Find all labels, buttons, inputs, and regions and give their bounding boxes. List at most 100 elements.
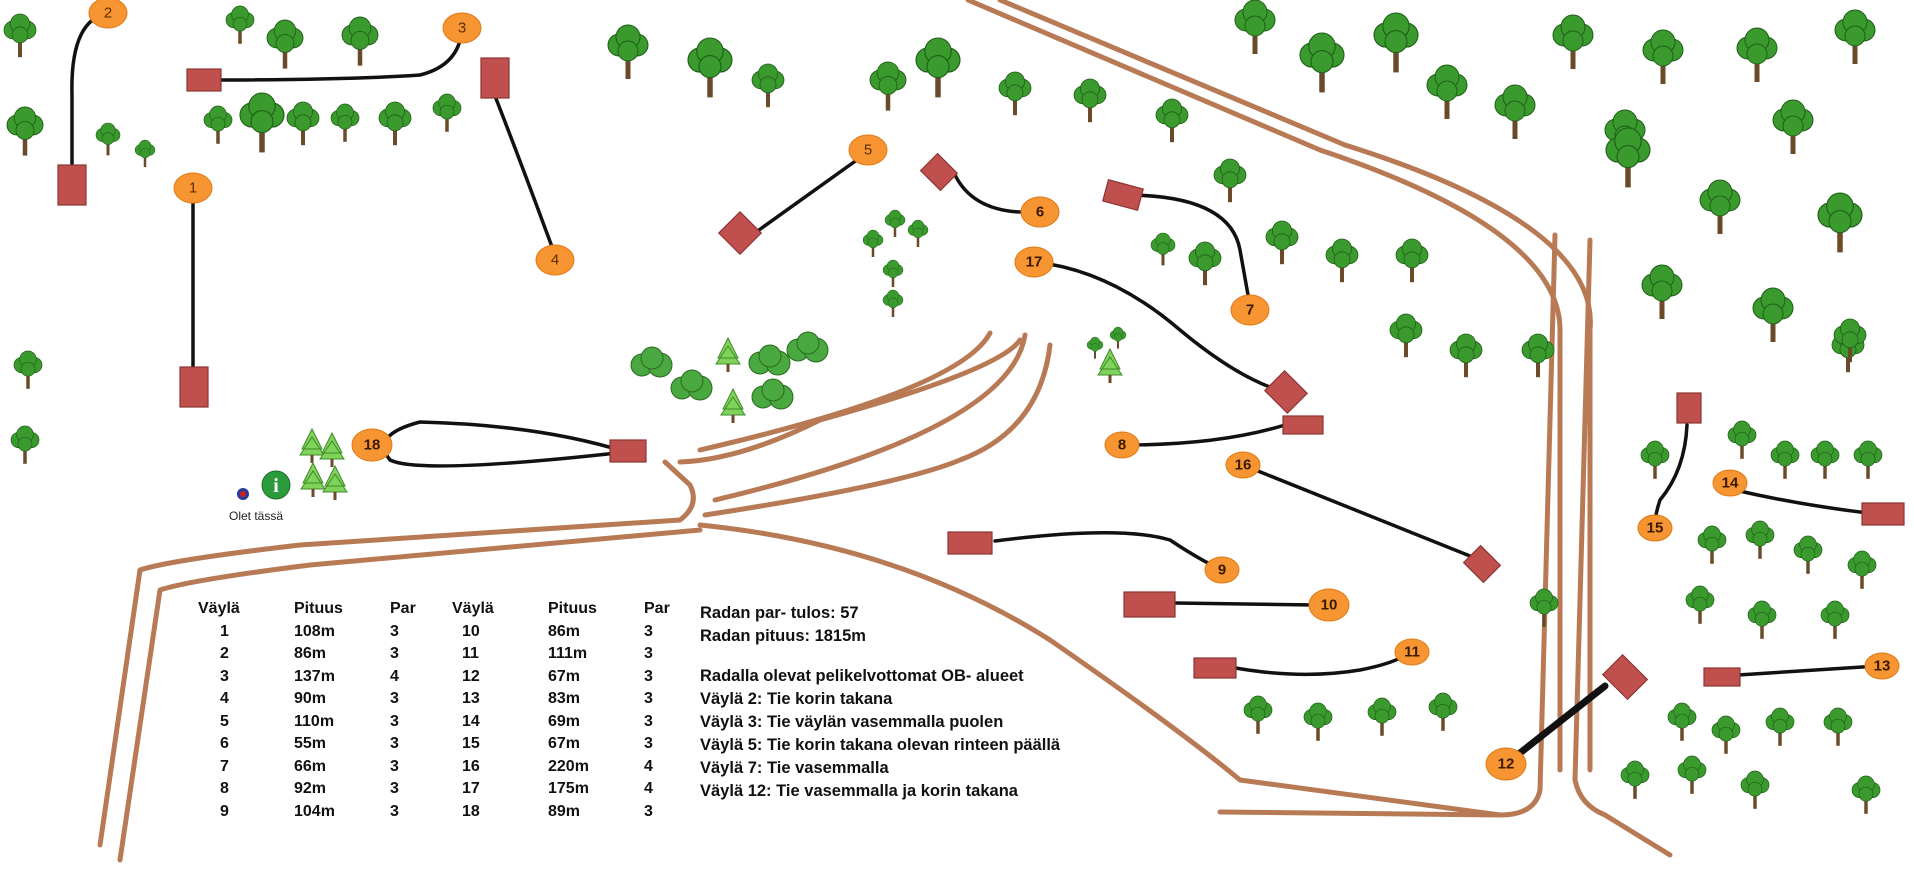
tree-icon	[1552, 14, 1594, 69]
tree-icon	[1150, 232, 1176, 266]
basket-12: 12	[1485, 747, 1527, 781]
tree-icon	[751, 63, 785, 108]
tree-icon	[1494, 84, 1536, 139]
tree-icon	[1770, 440, 1800, 479]
fairway-4	[493, 94, 557, 257]
hole-number: 2	[220, 645, 229, 663]
fairway-13	[1736, 664, 1880, 677]
tree-icon	[1213, 158, 1247, 203]
hole-number: 7	[220, 757, 229, 775]
basket-label: 14	[1722, 475, 1739, 492]
hole-number: 4	[220, 690, 229, 708]
tree-icon	[1697, 525, 1727, 564]
tree-icon	[1640, 440, 1670, 479]
hole-par: 3	[390, 757, 399, 775]
hole-number: 18	[462, 802, 480, 820]
basket-17: 17	[1014, 246, 1054, 278]
tree-icon	[225, 5, 255, 44]
hole-length: 67m	[548, 667, 581, 685]
hole-number: 6	[220, 735, 229, 753]
tree-icon	[915, 37, 961, 98]
basket-label: 18	[364, 437, 381, 454]
tree-icon	[687, 37, 733, 98]
fairway-14	[1733, 488, 1870, 515]
fairway-9	[993, 531, 1224, 572]
header-length-right: Pituus	[548, 600, 597, 618]
hole-number: 3	[220, 667, 229, 685]
tree-icon	[1234, 0, 1276, 54]
hole-number: 13	[462, 690, 480, 708]
hole-length: 137m	[294, 667, 335, 685]
hole-length: 104m	[294, 802, 335, 820]
tree-icon	[1086, 336, 1104, 359]
tree-icon	[1685, 585, 1715, 624]
hole-length: 89m	[548, 802, 581, 820]
par-total: Radan par- tulos: 57	[700, 604, 859, 622]
ob-rule: Väylä 3: Tie väylän vasemmalla puolen	[700, 713, 1004, 731]
tee-2	[57, 164, 87, 206]
hole-number: 9	[220, 802, 229, 820]
hole-length: 90m	[294, 690, 327, 708]
tee-3	[186, 68, 222, 92]
tree-icon	[1303, 702, 1333, 741]
tree-icon	[1521, 333, 1555, 378]
tree-icon	[239, 92, 285, 153]
tree-icon	[1299, 32, 1345, 93]
bush-icon	[670, 369, 713, 401]
tree-icon	[1155, 98, 1189, 143]
tree-icon	[1073, 78, 1107, 123]
fairway-5	[743, 150, 870, 242]
tree-icon	[882, 289, 904, 317]
tree-icon	[1373, 12, 1419, 73]
tree-icon	[1395, 238, 1429, 283]
hole-par: 3	[644, 802, 653, 820]
tree-icon	[1833, 318, 1867, 363]
hole-par: 3	[644, 690, 653, 708]
hole-length: 111m	[548, 645, 588, 663]
hole-number: 16	[462, 757, 480, 775]
tree-icon	[1620, 760, 1650, 799]
hole-par: 3	[390, 712, 399, 730]
tree-icon	[286, 101, 320, 146]
ob-rule: Väylä 5: Tie korin takana olevan rinteen…	[700, 736, 1061, 754]
hole-number: 1	[220, 622, 229, 640]
holes-table-header: Väylä Pituus Par Väylä Pituus Par	[198, 598, 684, 621]
hole-length: 69m	[548, 712, 581, 730]
hole-length: 83m	[548, 690, 581, 708]
tee-5	[717, 210, 763, 256]
basket-3: 3	[442, 12, 482, 44]
fairway-16	[1241, 463, 1482, 562]
hole-length: 55m	[294, 735, 327, 753]
fairway-8	[1123, 423, 1287, 447]
basket-10: 10	[1308, 588, 1350, 622]
hole-par: 3	[390, 690, 399, 708]
tee-7	[1102, 178, 1144, 212]
hole-length: 66m	[294, 757, 327, 775]
basket-7: 7	[1230, 294, 1270, 326]
tree-icon	[1752, 287, 1794, 342]
hole-par: 3	[390, 802, 399, 820]
you-are-here-label: Olet tässä	[229, 509, 284, 523]
tree-icon	[1740, 770, 1770, 809]
basket-label: 4	[551, 252, 559, 269]
roads	[97, 0, 1673, 863]
bush-icon	[748, 344, 791, 376]
tee-13	[1703, 667, 1741, 687]
basket-label: 2	[104, 5, 112, 22]
basket-label: 5	[864, 142, 872, 159]
fairway-12	[1502, 682, 1609, 768]
fairways	[70, 11, 1880, 768]
basket-15: 15	[1637, 514, 1673, 542]
basket-label: 8	[1118, 437, 1126, 454]
bush-icon	[630, 346, 673, 378]
hole-length: 108m	[294, 622, 335, 640]
ob-rule: Väylä 2: Tie korin takana	[700, 690, 893, 708]
hole-length: 67m	[548, 735, 581, 753]
tree-icon	[1265, 220, 1299, 265]
hole-length: 110m	[294, 712, 335, 730]
tree-icon	[13, 350, 43, 389]
holes-table: Väylä Pituus Par Väylä Pituus Par 1 108m 3…	[198, 598, 684, 823]
